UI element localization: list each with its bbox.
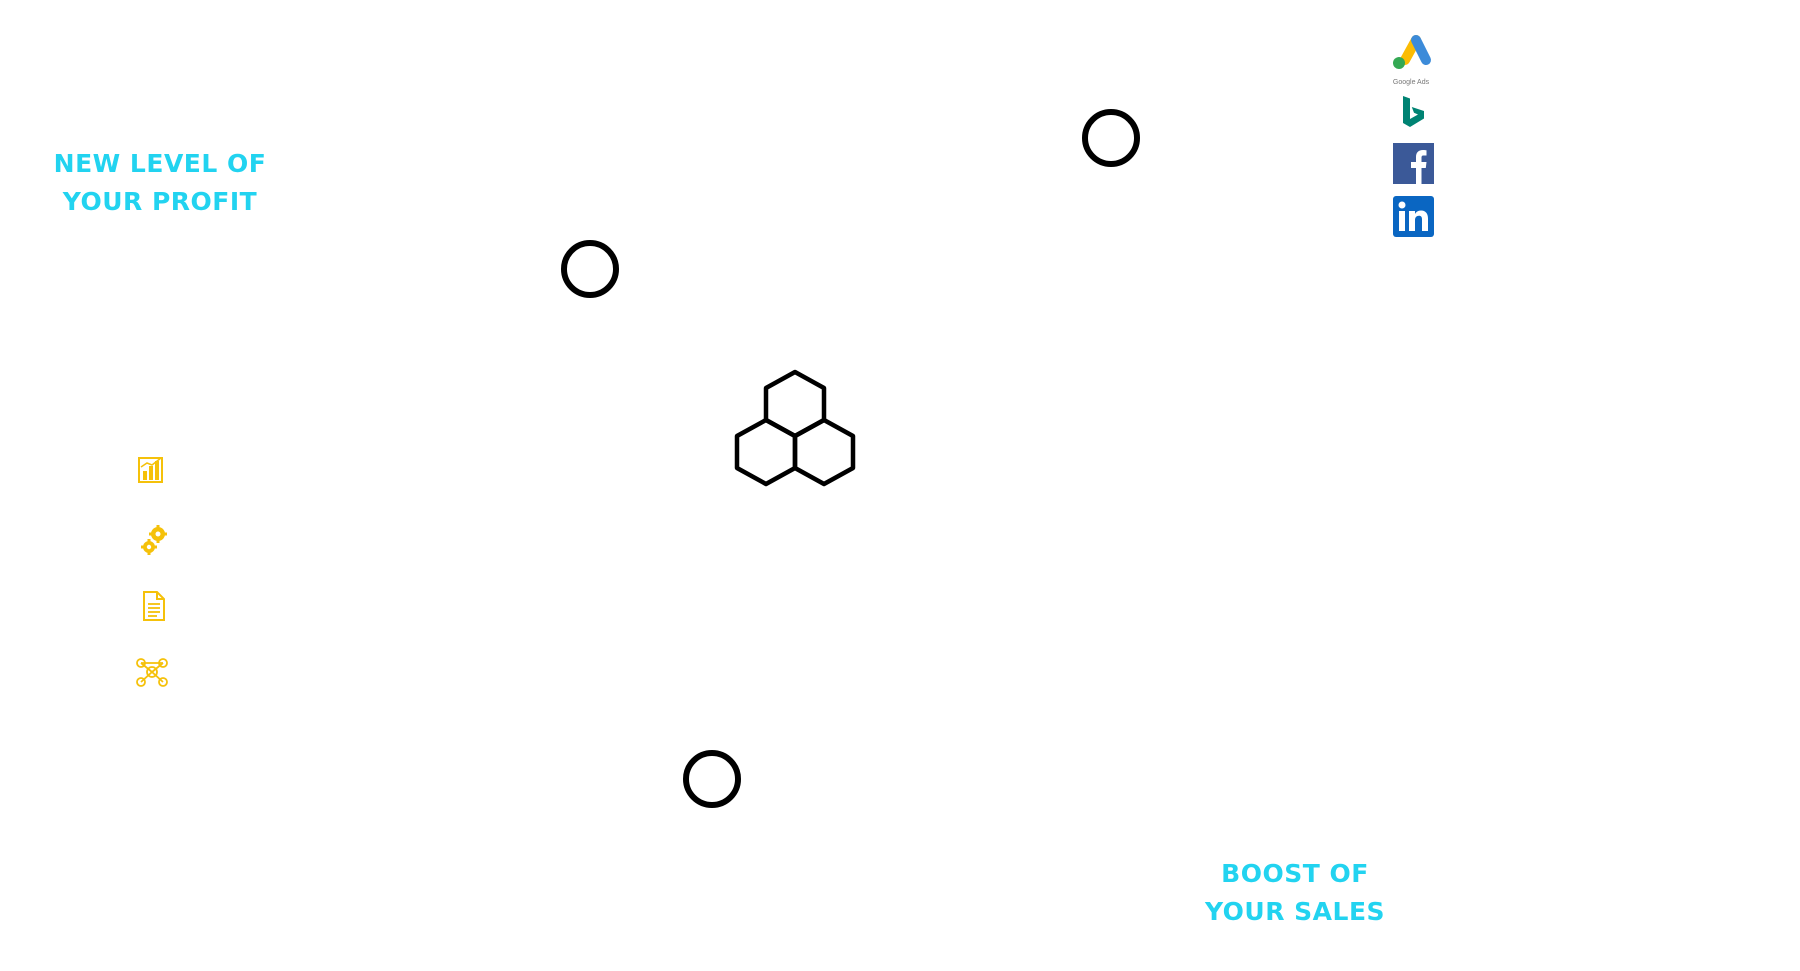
document-icon	[143, 591, 165, 621]
profit-tagline-line1: NEW LEVEL OF	[53, 149, 267, 178]
honeycomb-icon	[734, 369, 856, 487]
google-ads-icon	[1393, 35, 1431, 69]
bar-chart-icon	[138, 457, 163, 483]
google-ads-logo: Google Ads	[1389, 30, 1433, 86]
facebook-logo	[1393, 143, 1434, 184]
sales-tagline-line2: YOUR SALES	[1204, 897, 1386, 926]
network-icon	[136, 658, 168, 687]
profit-tagline-line2: YOUR PROFIT	[62, 187, 258, 216]
bing-logo	[1403, 96, 1424, 127]
sales-tagline: BOOST OF YOUR SALES	[1185, 855, 1405, 931]
ring-top-left	[561, 240, 619, 298]
sales-tagline-line1: BOOST OF	[1221, 859, 1369, 888]
linkedin-logo	[1393, 196, 1434, 237]
google-ads-caption: Google Ads	[1392, 79, 1430, 86]
ring-top-right	[1082, 109, 1140, 167]
ring-bottom	[683, 750, 741, 808]
profit-tagline: NEW LEVEL OF YOUR PROFIT	[40, 145, 280, 221]
gears-icon	[141, 525, 167, 555]
